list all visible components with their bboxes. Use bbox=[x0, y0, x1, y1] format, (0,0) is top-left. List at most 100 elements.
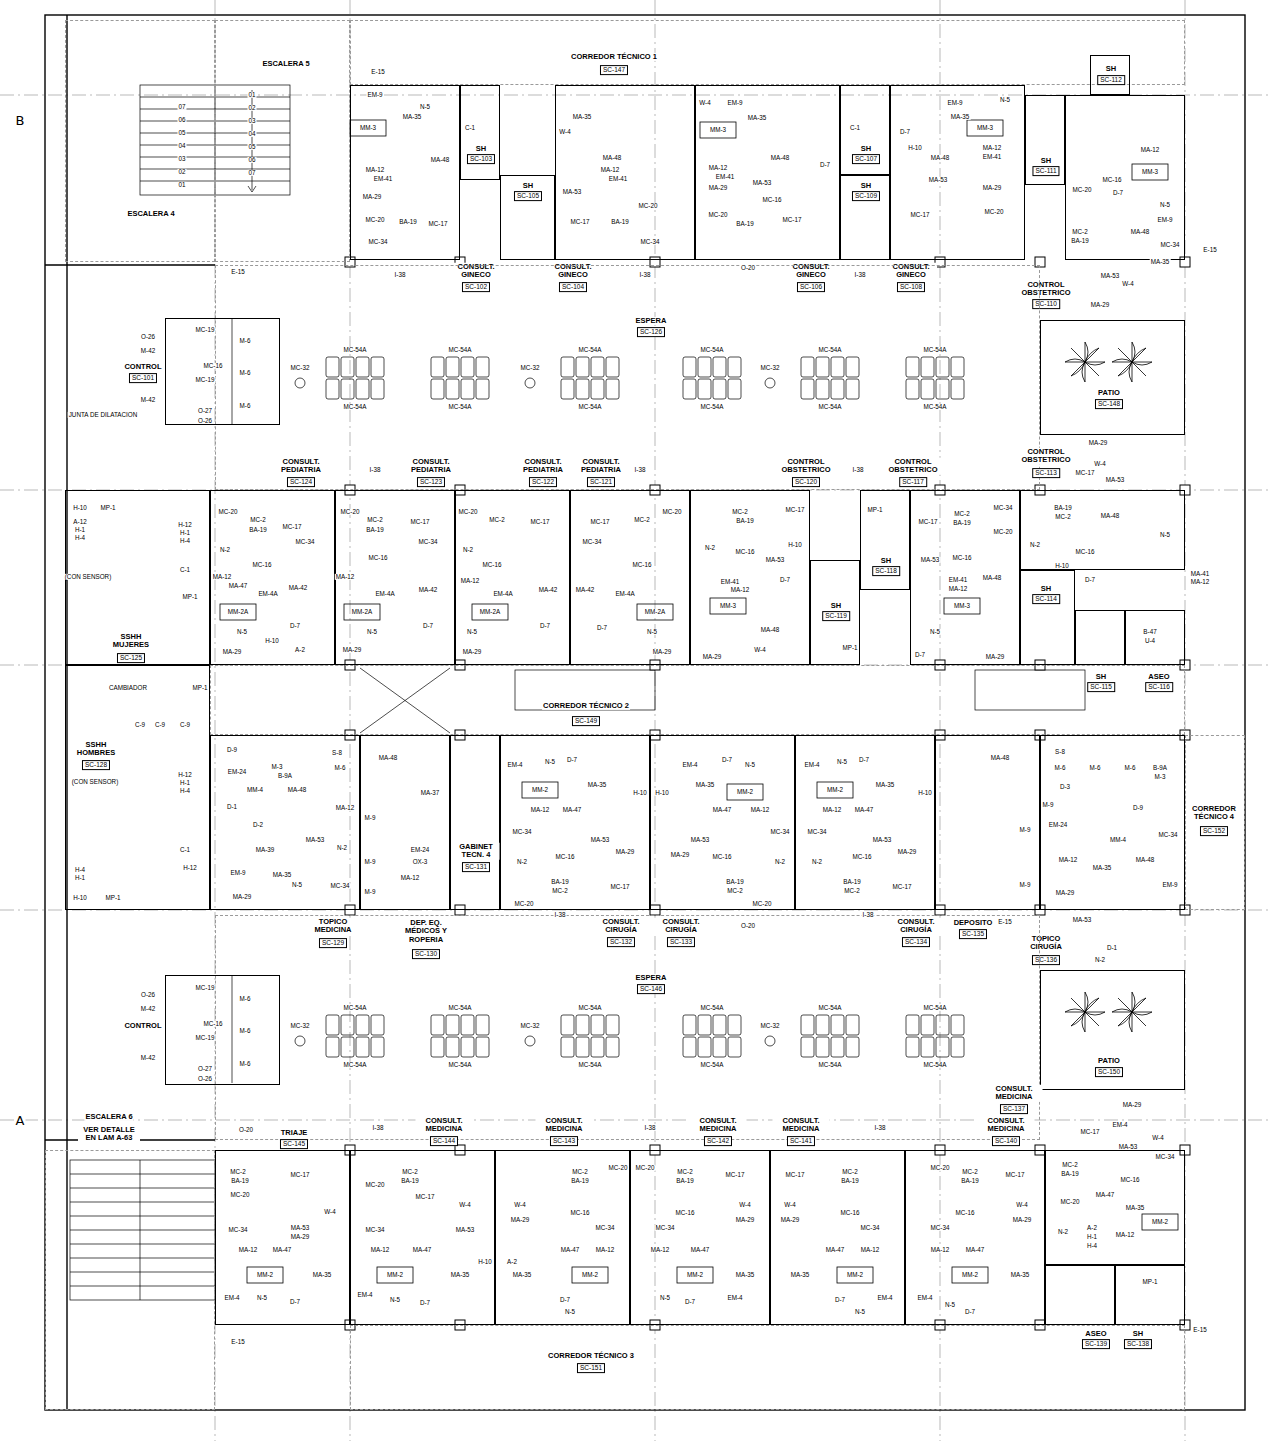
room-code: SC-130 bbox=[412, 949, 440, 959]
equipment-code: MC-34 bbox=[582, 539, 603, 545]
room-code: SC-118 bbox=[872, 566, 900, 576]
equipment-code: MM-4 bbox=[1109, 837, 1127, 843]
equipment-code: D-7 bbox=[422, 623, 434, 629]
room-box: CONTROL OBSTETRICOSC-113 bbox=[1020, 490, 1185, 570]
equipment-code: MC-20 bbox=[635, 1165, 656, 1171]
waiting-chair bbox=[728, 379, 741, 399]
equipment-code: N-5 bbox=[366, 629, 378, 635]
equipment-code: MA-12 bbox=[1190, 579, 1211, 585]
equipment-code: 06 bbox=[177, 117, 186, 123]
equipment-code: MC-34 bbox=[365, 1227, 386, 1233]
room-code: SC-111 bbox=[1032, 166, 1059, 176]
room-name: SH bbox=[1095, 673, 1107, 681]
equipment-code: H-10 bbox=[72, 895, 88, 901]
equipment-code: N-5 bbox=[291, 882, 303, 888]
room-box: SHSC-109 bbox=[840, 175, 890, 260]
equipment-code: D-1 bbox=[226, 804, 238, 810]
equipment-code: BA-19 bbox=[248, 527, 268, 533]
equipment-code: EM-4 bbox=[803, 762, 820, 768]
exam-bed bbox=[944, 598, 980, 614]
waiting-chair bbox=[561, 357, 574, 377]
equipment-code: CAMBIADOR bbox=[108, 685, 148, 691]
equipment-code: C-9 bbox=[134, 722, 146, 728]
equipment-code: MA-29 bbox=[985, 654, 1006, 660]
waiting-chair bbox=[341, 1015, 354, 1035]
exam-bed bbox=[344, 604, 380, 620]
equipment-code: MA-47 bbox=[228, 583, 249, 589]
waiting-chair bbox=[906, 379, 919, 399]
equipment-code: BA-19 bbox=[842, 879, 862, 885]
equipment-code: MA-37 bbox=[420, 790, 441, 796]
equipment-code: MA-53 bbox=[872, 837, 893, 843]
room-code: SC-108 bbox=[897, 282, 925, 292]
equipment-code: EM-9 bbox=[1161, 882, 1178, 888]
bin-symbol bbox=[295, 378, 305, 388]
waiting-chair bbox=[591, 357, 604, 377]
exam-bed bbox=[377, 1267, 413, 1283]
waiting-chair bbox=[461, 1015, 474, 1035]
equipment-code: MC-2 bbox=[1061, 1162, 1078, 1168]
equipment-code: MA-12 bbox=[1140, 147, 1161, 153]
equipment-code: C-1 bbox=[179, 567, 191, 573]
room-box: SHSC-114 bbox=[1020, 570, 1075, 665]
equipment-code: MA-47 bbox=[272, 1247, 293, 1253]
waiting-chair bbox=[921, 1037, 934, 1057]
column bbox=[1180, 257, 1190, 267]
room-code: SC-131 bbox=[462, 862, 490, 872]
waiting-chair bbox=[606, 379, 619, 399]
equipment-code: MM-2A bbox=[351, 609, 373, 615]
equipment-code: MA-53 bbox=[562, 189, 583, 195]
room-code: SC-151 bbox=[577, 1363, 605, 1373]
equipment-code: MC-54A bbox=[577, 404, 602, 410]
equipment-code: (CON SENSOR) bbox=[71, 779, 120, 785]
waiting-chair bbox=[728, 1037, 741, 1057]
equipment-code: MC-34 bbox=[930, 1225, 951, 1231]
equipment-code: MA-39 bbox=[255, 847, 276, 853]
equipment-code: MA-35 bbox=[402, 114, 423, 120]
equipment-code: A-12 bbox=[72, 519, 87, 525]
equipment-code: H-4 bbox=[179, 538, 191, 544]
room-name: CONTROL OBSTETRICO bbox=[775, 458, 837, 475]
equipment-code: D-7 bbox=[834, 1297, 846, 1303]
room-box: CONTROL OBSTETRICOSC-120 bbox=[690, 490, 810, 665]
equipment-code: D-7 bbox=[1112, 190, 1124, 196]
equipment-code: MC-34 bbox=[418, 539, 439, 545]
equipment-code: MC-16 bbox=[555, 854, 576, 860]
equipment-code: EM-41 bbox=[608, 176, 629, 182]
equipment-code: MA-47 bbox=[690, 1247, 711, 1253]
waiting-chair bbox=[606, 357, 619, 377]
room-name: CORREDOR TÉCNICO 2 bbox=[542, 702, 630, 710]
equipment-code: (CON SENSOR) bbox=[64, 574, 113, 580]
room-code: SC-109 bbox=[852, 191, 880, 201]
equipment-code: MA-29 bbox=[362, 194, 383, 200]
equipment-code: W-4 bbox=[458, 1202, 471, 1208]
equipment-code: EM-4A bbox=[374, 591, 395, 597]
exam-bed bbox=[522, 782, 558, 798]
waiting-chair bbox=[683, 1037, 696, 1057]
waiting-chair bbox=[576, 1037, 589, 1057]
equipment-code: MC-16 bbox=[203, 1021, 224, 1027]
equipment-code: U-4 bbox=[1144, 638, 1156, 644]
equipment-code: EM-41 bbox=[982, 154, 1003, 160]
zone-area: CORREDOR TÉCNICO 4SC-152 bbox=[1185, 735, 1245, 910]
equipment-code: MC-16 bbox=[712, 854, 733, 860]
equipment-code: M-42 bbox=[140, 1055, 156, 1061]
room-code: SC-112 bbox=[1097, 75, 1125, 85]
room-name: CONSULT. PEDIATRIA bbox=[573, 458, 630, 475]
equipment-code: MA-35 bbox=[587, 782, 608, 788]
zone-area: ESPERASC-146 bbox=[215, 915, 1040, 1140]
equipment-code: M-6 bbox=[1054, 765, 1067, 771]
equipment-code: EM-4A bbox=[492, 591, 513, 597]
equipment-code: I-38 bbox=[394, 272, 407, 278]
waiting-chair bbox=[591, 379, 604, 399]
equipment-code: MA-53 bbox=[1118, 1144, 1139, 1150]
equipment-code: MM-2A bbox=[644, 609, 666, 615]
room-box: PATIOSC-150 bbox=[1040, 970, 1185, 1090]
equipment-code: W-4 bbox=[323, 1209, 336, 1215]
equipment-code: D-7 bbox=[596, 625, 608, 631]
equipment-code: H-12 bbox=[182, 865, 198, 871]
equipment-code: O-20 bbox=[740, 923, 756, 929]
equipment-code: MA-29 bbox=[232, 894, 253, 900]
equipment-code: N-5 bbox=[256, 1295, 268, 1301]
room-code: SC-115 bbox=[1087, 682, 1115, 692]
